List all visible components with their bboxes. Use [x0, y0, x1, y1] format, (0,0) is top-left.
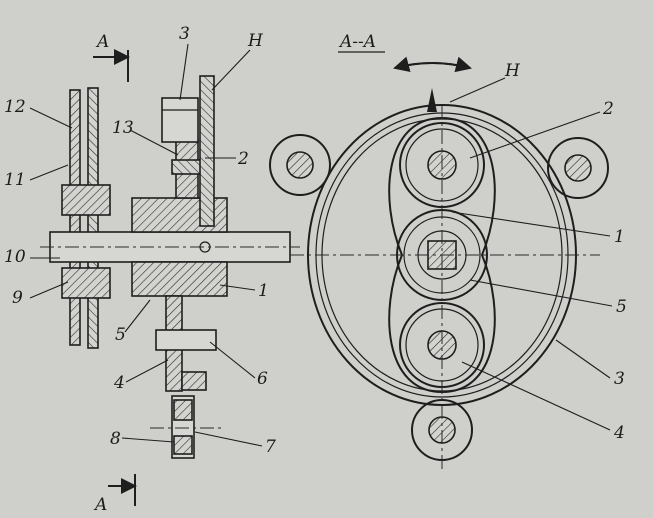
left-leader-lines [29, 43, 263, 447]
left-label-7: 7 [265, 437, 276, 457]
section-a-a-view [269, 51, 609, 470]
left-label-6: 6 [257, 369, 268, 389]
right-label-1: 1 [614, 227, 625, 247]
left-label-5: 5 [115, 325, 126, 345]
left-label-11: 11 [4, 170, 26, 190]
right-leader-lines [449, 77, 613, 431]
section-title: A--A [338, 32, 376, 52]
left-label-12: 12 [4, 97, 26, 117]
right-label-2: 2 [602, 99, 614, 119]
left-label-1: 1 [258, 281, 269, 301]
left-label-10: 10 [4, 247, 26, 267]
left-label-8: 8 [110, 429, 121, 449]
left-label-13: 13 [112, 118, 134, 138]
left-label-2: 2 [237, 149, 249, 169]
left-label-3: 3 [179, 24, 190, 44]
right-label-5: 5 [616, 297, 627, 317]
side-section-view [40, 49, 300, 506]
section-letter-bottom: A [93, 495, 107, 515]
left-label-h: H [247, 31, 264, 51]
section-letter-top: A [95, 32, 109, 52]
right-label-3: 3 [614, 369, 625, 389]
right-label-h: H [504, 61, 521, 81]
left-label-4: 4 [113, 373, 125, 393]
left-label-9: 9 [12, 288, 23, 308]
right-label-4: 4 [613, 423, 625, 443]
